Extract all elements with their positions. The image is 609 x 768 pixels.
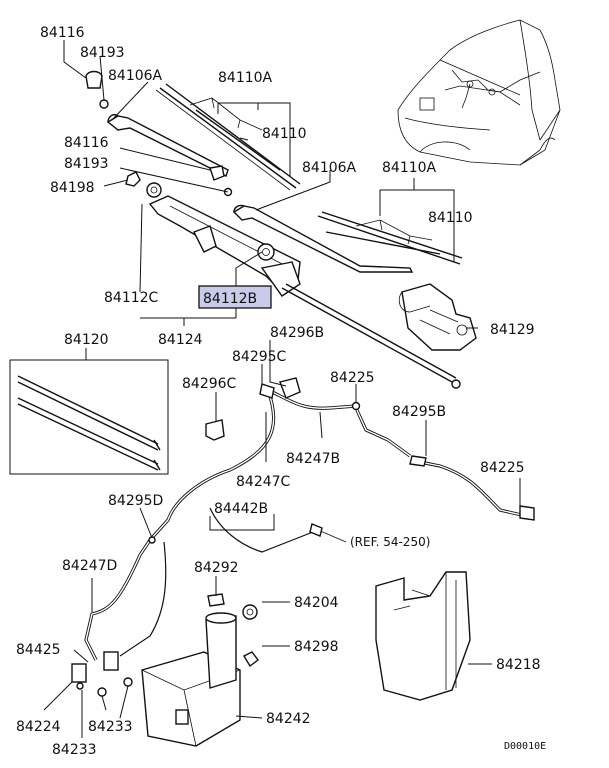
label-84224: 84224 xyxy=(16,719,61,735)
label-84225-right: 84225 xyxy=(480,460,525,476)
label-84116-top: 84116 xyxy=(40,25,85,41)
clip-84296B xyxy=(279,377,301,399)
label-84295C: 84295C xyxy=(232,349,287,365)
wiper-motor xyxy=(398,283,477,351)
label-84295D: 84295D xyxy=(108,493,163,509)
label-84198: 84198 xyxy=(50,180,95,196)
wiper-blade-right xyxy=(317,211,463,265)
label-84116-mid: 84116 xyxy=(64,135,109,151)
label-84247B: 84247B xyxy=(286,451,340,467)
label-84110-right: 84110 xyxy=(428,210,473,226)
label-84296B: 84296B xyxy=(270,325,324,341)
label-84233-left: 84233 xyxy=(52,742,97,758)
diagram-code: D00010E xyxy=(504,741,546,752)
nut-84198 xyxy=(125,171,233,197)
highlight-84112B xyxy=(198,285,272,309)
leader-lines xyxy=(43,40,521,738)
wiper-arm-right xyxy=(232,204,414,273)
label-84112C: 84112C xyxy=(104,290,159,306)
label-84296C: 84296C xyxy=(182,376,237,392)
label-84247C: 84247C xyxy=(236,474,291,490)
wiper-blade-left xyxy=(159,83,301,189)
label-84106A-left: 84106A xyxy=(108,68,163,84)
label-84112B: 84112B xyxy=(203,291,257,307)
label-84295B: 84295B xyxy=(392,404,446,420)
wiper-linkage xyxy=(146,182,461,389)
clip-84296C xyxy=(205,419,225,441)
label-84193-top: 84193 xyxy=(80,45,125,61)
refill-box xyxy=(9,359,169,475)
label-84233-right: 84233 xyxy=(88,719,133,735)
washer-hoses xyxy=(84,383,535,661)
label-84247D: 84247D xyxy=(62,558,117,574)
pumps xyxy=(71,651,133,697)
label-84298: 84298 xyxy=(294,639,339,655)
label-84204: 84204 xyxy=(294,595,339,611)
label-84292: 84292 xyxy=(194,560,239,576)
label-84242: 84242 xyxy=(266,711,311,727)
label-84124: 84124 xyxy=(158,332,203,348)
label-84193-mid: 84193 xyxy=(64,156,109,172)
bolt-84298 xyxy=(243,651,259,668)
washer-reservoir xyxy=(141,612,241,747)
washer-nozzle-84116 xyxy=(209,165,225,181)
label-84442B: 84442B xyxy=(214,501,268,517)
label-84425: 84425 xyxy=(16,642,61,658)
alt-reservoir-84218 xyxy=(375,571,471,701)
label-84110A-right: 84110A xyxy=(382,160,437,176)
label-84110-mid: 84110 xyxy=(262,126,307,142)
label-84225-top: 84225 xyxy=(330,370,375,386)
wiper-arm-left xyxy=(106,89,291,191)
label-84110A-mid: 84110A xyxy=(218,70,273,86)
car-illustration xyxy=(397,19,561,166)
label-ref: (REF. 54-250) xyxy=(350,535,430,549)
label-84120: 84120 xyxy=(64,332,109,348)
label-84106A-right: 84106A xyxy=(302,160,357,176)
cap-84193-top xyxy=(85,70,109,109)
label-84218: 84218 xyxy=(496,657,541,673)
label-84129: 84129 xyxy=(490,322,535,338)
part-labels: 84116 84193 84106A 84110A 84110 84116 84… xyxy=(16,25,546,758)
cap-84292 xyxy=(207,593,225,607)
grommet-84204 xyxy=(242,604,258,620)
